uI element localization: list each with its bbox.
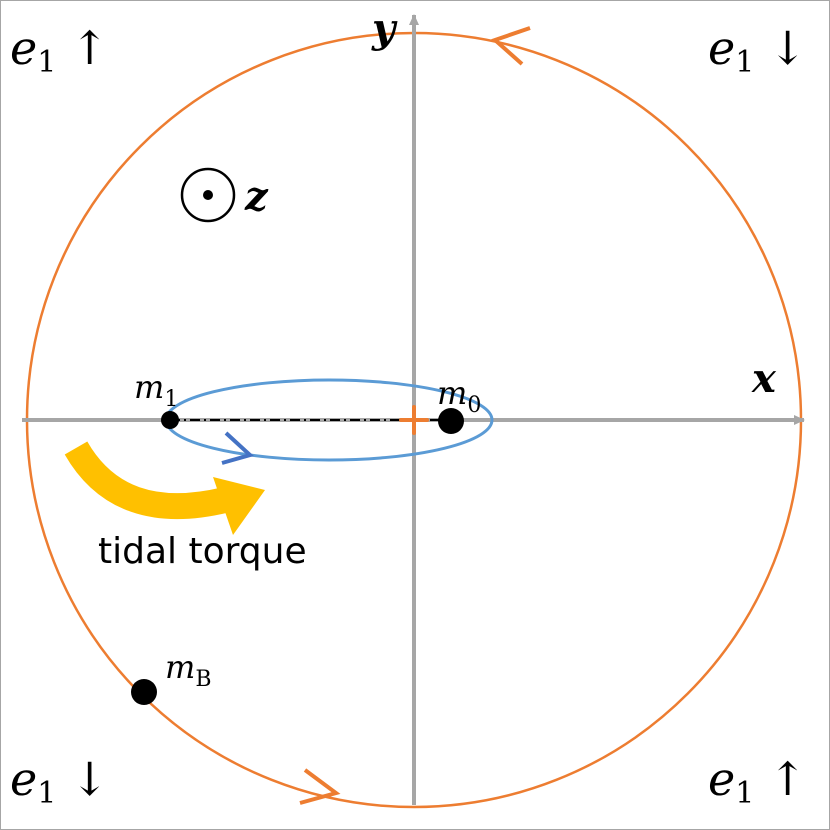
m0-label: m0 <box>437 374 481 418</box>
m0-subscript: 0 <box>467 393 481 418</box>
tidal-torque-label: tidal torque <box>98 531 307 572</box>
corner-top-right-sub: 1 <box>735 45 754 80</box>
corner-label-bottom-right: e1 ↑ <box>708 752 807 811</box>
x-axis-label: x <box>751 355 777 402</box>
m1-label: m1 <box>134 368 178 412</box>
mB-symbol: m <box>165 648 195 686</box>
outer-orbit-direction-arrow-bottom <box>299 768 341 805</box>
m0-symbol: m <box>437 374 467 412</box>
corner-top-right-arrow: ↓ <box>768 21 807 75</box>
mB-label: mB <box>165 648 212 692</box>
corner-top-left-symbol: e <box>10 21 37 75</box>
z-axis-label: z <box>244 173 269 220</box>
corner-bottom-right-arrow: ↑ <box>768 752 807 806</box>
barycenter-cross <box>399 405 429 435</box>
m1-subscript: 1 <box>164 387 178 412</box>
body-m1 <box>161 411 179 429</box>
mB-subscript: B <box>195 667 211 692</box>
corner-top-left-sub: 1 <box>37 45 56 80</box>
corner-bottom-right-sub: 1 <box>735 776 754 811</box>
z-axis-out-of-page-icon <box>180 167 236 223</box>
corner-bottom-left-symbol: e <box>10 752 37 806</box>
outer-orbit-direction-arrow-top <box>491 26 531 66</box>
body-m0 <box>438 408 464 434</box>
tidal-torque-arrow <box>64 441 265 535</box>
y-axis-label: y <box>371 5 398 52</box>
corner-label-bottom-left: e1 ↓ <box>10 752 109 811</box>
corner-bottom-left-arrow: ↓ <box>70 752 109 806</box>
corner-label-top-right: e1 ↓ <box>708 21 807 80</box>
corner-bottom-right-symbol: e <box>708 752 735 806</box>
corner-bottom-left-sub: 1 <box>37 776 56 811</box>
corner-top-right-symbol: e <box>708 21 735 75</box>
corner-top-left-arrow: ↑ <box>70 21 109 75</box>
body-mB <box>131 679 157 705</box>
corner-label-top-left: e1 ↑ <box>10 21 109 80</box>
m1-symbol: m <box>134 368 164 406</box>
inner-orbit-direction-arrow <box>221 431 254 465</box>
